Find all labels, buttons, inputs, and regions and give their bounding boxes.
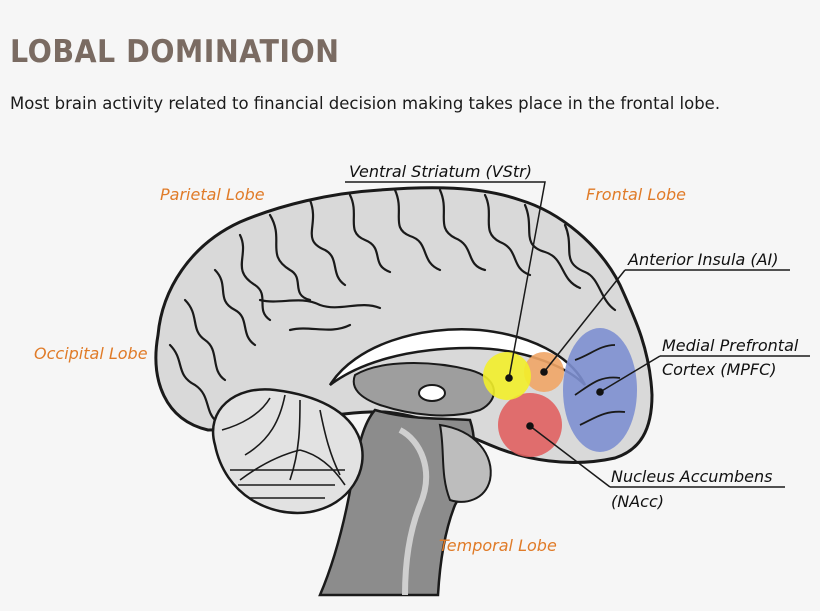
page-subtitle: Most brain activity related to financial… [10,94,721,113]
parietal-lobe-label: Parietal Lobe [160,185,265,204]
frontal-lobe-label: Frontal Lobe [586,185,686,204]
gyri-lines [168,188,617,422]
temporal-lobe-label: Temporal Lobe [439,536,557,555]
nacc-label-line2: (NAcc) [611,492,664,511]
mpfc-label-line2: Cortex (MPFC) [662,360,777,379]
occipital-lobe-label: Occipital Lobe [34,344,148,363]
cerebellum [211,388,364,515]
page-title: LOBAL DOMINATION [10,34,340,70]
vstr-label: Ventral Striatum (VStr) [349,162,532,181]
region-markers [505,368,604,430]
pons [438,423,492,503]
ai-label: Anterior Insula (AI) [627,250,779,269]
nacc-label-line1: Nucleus Accumbens [611,467,773,486]
pointer-lines [345,181,810,488]
mpfc-label-line1: Medial Prefrontal [662,336,799,355]
ventricle [418,384,446,402]
